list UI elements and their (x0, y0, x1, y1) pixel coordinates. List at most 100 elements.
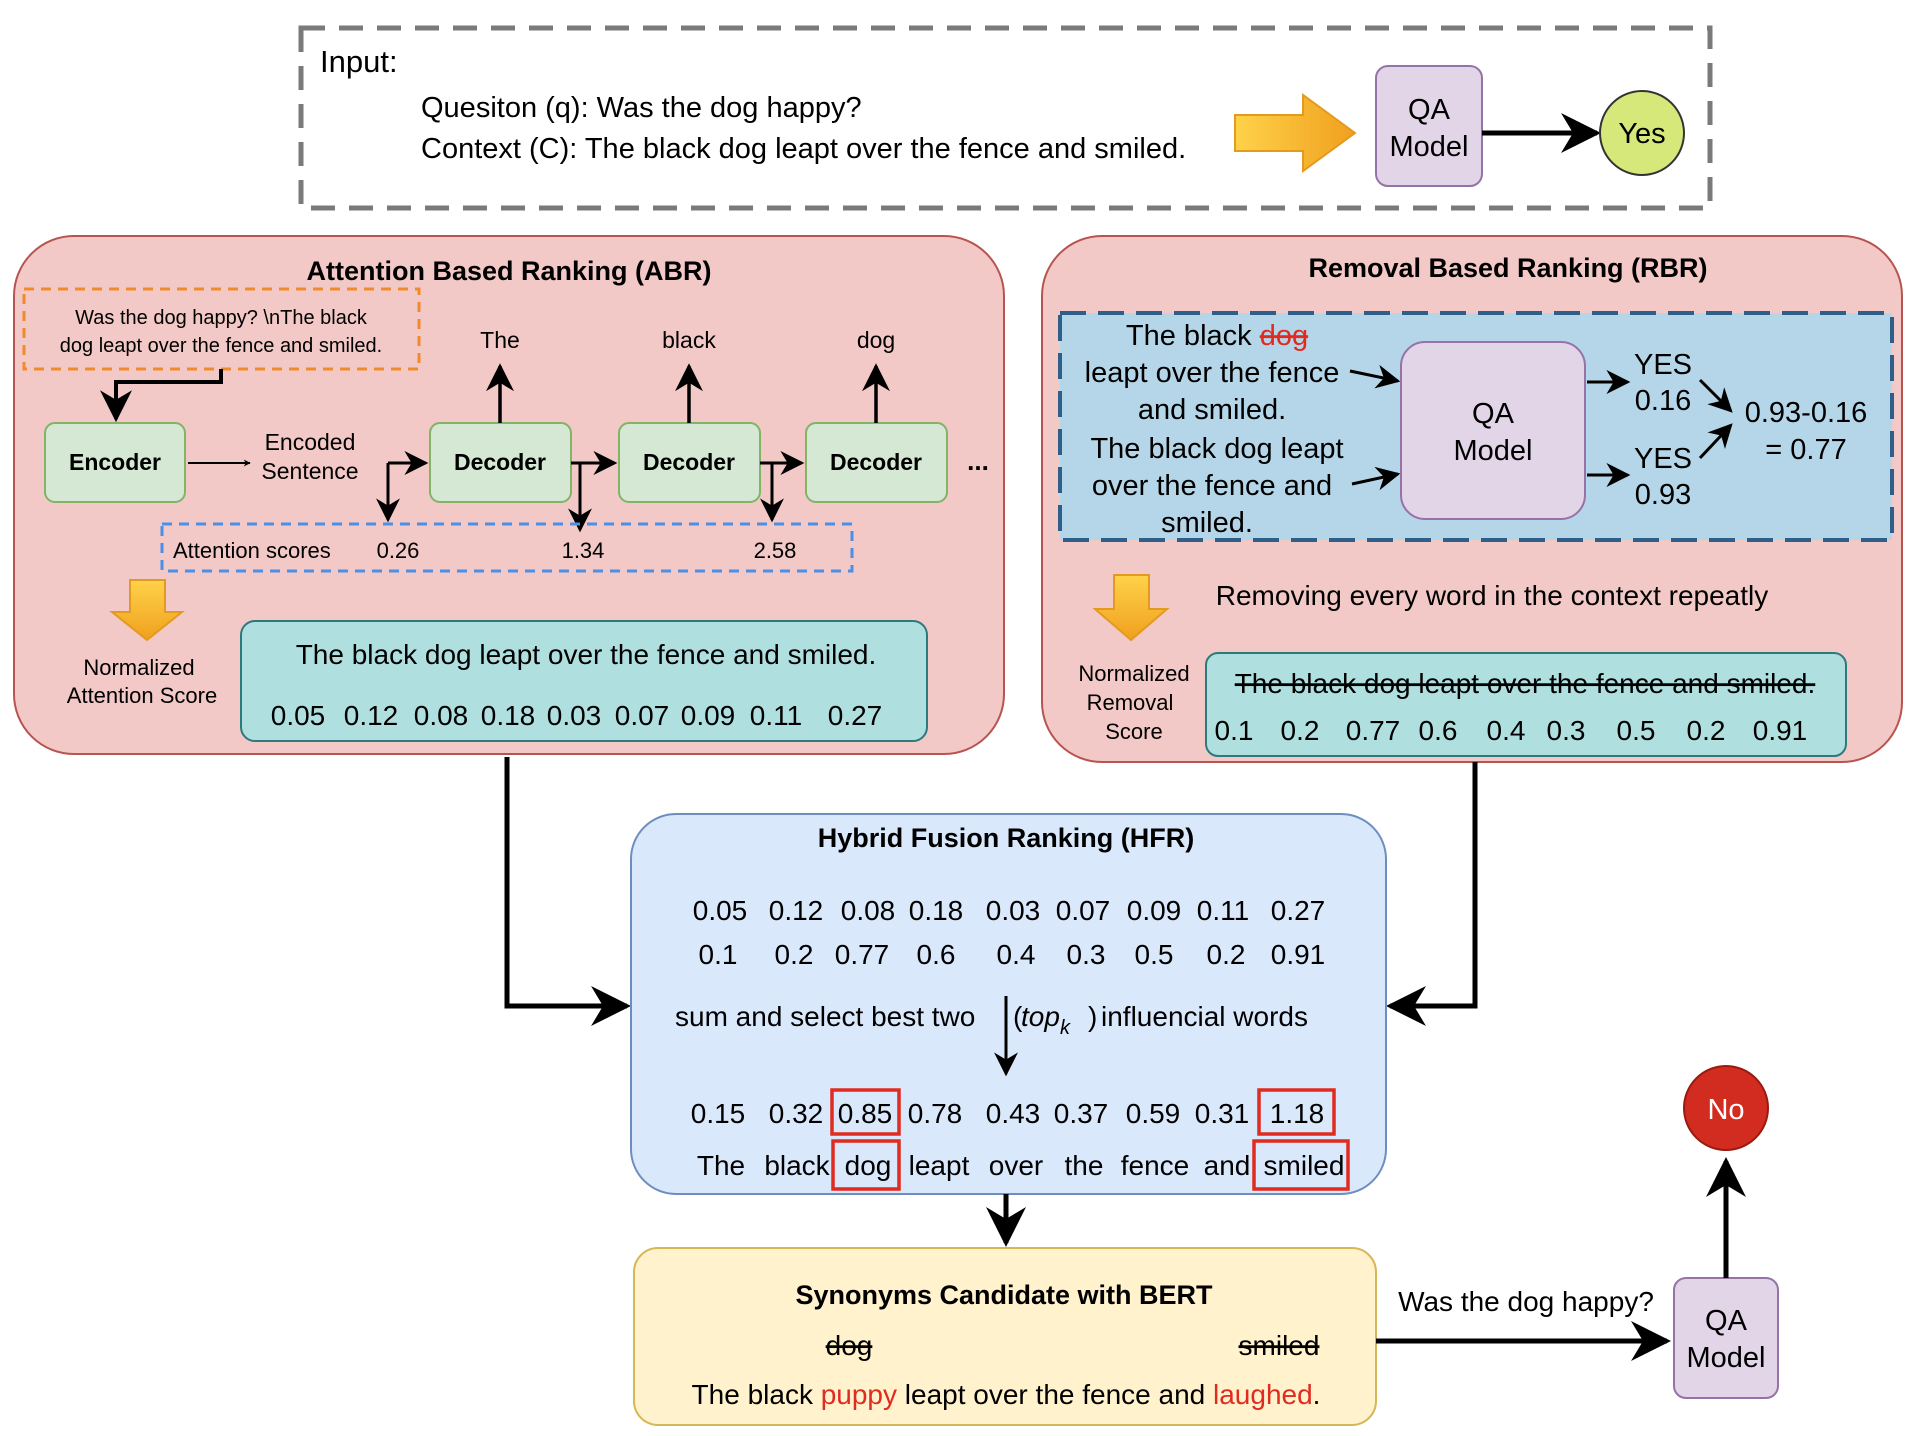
rbr-sentence-text: over the fence and (1092, 470, 1332, 502)
rbr-output-label: YES (1634, 349, 1692, 381)
highlight-box (1257, 1088, 1336, 1136)
rbr-score: 0.2 (1687, 715, 1726, 746)
rbr-output-score: 0.16 (1635, 385, 1691, 417)
rbr-difference-result: = 0.77 (1765, 434, 1846, 466)
hfr-rbr-row: 0.1 0.2 0.77 0.6 0.4 0.3 0.5 0.2 0.91 (699, 939, 1326, 970)
adversarial-sentence: The black puppy leapt over the fence and… (692, 1379, 1321, 1410)
hfr-rbr-score: 0.91 (1271, 939, 1326, 970)
attention-scores-label: Attention scores (173, 538, 331, 563)
hfr-abr-score: 0.12 (769, 895, 824, 926)
abr-normalized-label: Normalized (83, 655, 194, 680)
rbr-panel: Removal Based Ranking (RBR) The black do… (1041, 235, 1903, 763)
rbr-sentence-text: and smiled. (1138, 394, 1286, 426)
hfr-step-text: sum and select best two (675, 1001, 975, 1032)
hfr-word: leapt (909, 1150, 970, 1181)
hfr-sum-score: 0.37 (1054, 1098, 1109, 1129)
rbr-score: 0.5 (1617, 715, 1656, 746)
hfr-step-text: influencial words (1101, 1001, 1308, 1032)
answer-no-label: No (1707, 1094, 1744, 1126)
abr-score: 0.18 (481, 700, 536, 731)
rbr-normalized-label: Normalized (1078, 661, 1189, 686)
rbr-score: 0.91 (1753, 715, 1808, 746)
hfr-abr-score: 0.07 (1056, 895, 1111, 926)
rbr-sentence-text: The black (1126, 320, 1260, 352)
qa-model-label: Model (1454, 435, 1533, 467)
abr-score-row: 0.05 0.12 0.08 0.18 0.03 0.07 0.09 0.11 … (271, 700, 883, 731)
rbr-struck-sentence: The black dog leapt over the fence and s… (1235, 668, 1816, 699)
abr-panel: Attention Based Ranking (ABR) Was the do… (13, 235, 1005, 755)
decoder-label: Decoder (454, 449, 546, 475)
topk-subscript: k (1060, 1017, 1071, 1039)
hfr-word: and (1204, 1150, 1251, 1181)
topk-text: top (1021, 1001, 1060, 1032)
rbr-score-row: 0.1 0.2 0.77 0.6 0.4 0.3 0.5 0.2 0.91 (1215, 715, 1808, 746)
abr-score: 0.08 (414, 700, 469, 731)
orange-arrow-down-icon (109, 579, 185, 642)
rbr-title: Removal Based Ranking (RBR) (1308, 253, 1707, 283)
final-question: Was the dog happy? (1398, 1286, 1654, 1317)
attention-score-value: 1.34 (562, 538, 605, 563)
hfr-rbr-score: 0.3 (1067, 939, 1106, 970)
input-section: Input: Quesiton (q): Was the dog happy? … (298, 25, 1713, 211)
original-word-struck: smiled (1239, 1330, 1320, 1361)
hfr-title: Hybrid Fusion Ranking (HFR) (818, 823, 1194, 853)
hfr-abr-score: 0.09 (1127, 895, 1182, 926)
hfr-abr-score: 0.03 (986, 895, 1041, 926)
hfr-word: fence (1121, 1150, 1190, 1181)
highlight-box (1252, 1139, 1350, 1191)
hfr-word-row: The black dog leapt over the fence and s… (697, 1150, 1345, 1181)
qa-model-label: QA (1472, 398, 1515, 430)
input-context: Context (C): The black dog leapt over th… (421, 133, 1186, 165)
orange-arrow-right-icon (1234, 93, 1357, 173)
adversarial-text: leapt over the fence and (897, 1379, 1213, 1410)
abr-score: 0.11 (750, 700, 802, 731)
encoded-sentence-label: Encoded (265, 429, 356, 455)
answer-yes-circle (1599, 90, 1685, 176)
attention-score-value: 2.58 (754, 538, 797, 563)
hfr-rbr-score: 0.4 (997, 939, 1036, 970)
attention-scores-box (160, 522, 854, 573)
hfr-step-paren: ) (1088, 1001, 1097, 1032)
hfr-rbr-score: 0.2 (1207, 939, 1246, 970)
arrow-to-difference (1698, 378, 1733, 413)
decoder-output-token: The (480, 327, 520, 353)
abr-score: 0.27 (828, 700, 883, 731)
hfr-sum-score: 0.78 (908, 1098, 963, 1129)
hfr-sum-score: 0.43 (986, 1098, 1041, 1129)
rbr-sentence-text: leapt over the fence (1085, 357, 1340, 389)
replaced-word: laughed (1213, 1379, 1313, 1410)
decoder-output-token: dog (857, 327, 895, 353)
arrow-to-qa-model (1351, 466, 1401, 491)
abr-title: Attention Based Ranking (ABR) (307, 256, 712, 286)
hfr-word: the (1065, 1150, 1104, 1181)
hfr-rbr-score: 0.1 (699, 939, 738, 970)
qa-model-box-input (1375, 65, 1483, 187)
qa-model-box-final (1673, 1277, 1779, 1399)
replaced-word: puppy (821, 1379, 897, 1410)
original-word-struck: dog (826, 1330, 873, 1361)
hfr-abr-score: 0.27 (1271, 895, 1326, 926)
removed-word: dog (1260, 320, 1308, 352)
rbr-output-label: YES (1634, 443, 1692, 475)
hfr-word-selected: smiled (1264, 1150, 1345, 1181)
hfr-rbr-score: 0.2 (775, 939, 814, 970)
qa-model-label: QA (1408, 94, 1451, 126)
rbr-normalized-label: Removal (1087, 690, 1174, 715)
hfr-abr-row: 0.05 0.12 0.08 0.18 0.03 0.07 0.09 0.11 … (693, 895, 1326, 926)
synonyms-panel-bg (633, 1247, 1377, 1426)
hfr-sum-score: 0.59 (1126, 1098, 1181, 1129)
orange-arrow-down-icon (1092, 574, 1170, 642)
hfr-sum-score-selected: 1.18 (1270, 1098, 1325, 1129)
abr-input-text: Was the dog happy? \nThe black (75, 307, 368, 329)
highlight-box (830, 1088, 901, 1136)
hfr-abr-score: 0.11 (1197, 895, 1249, 926)
abr-score: 0.12 (344, 700, 399, 731)
decoder-label: Decoder (830, 449, 922, 475)
hfr-sum-score: 0.31 (1195, 1098, 1250, 1129)
rbr-score: 0.3 (1547, 715, 1586, 746)
rbr-note: Removing every word in the context repea… (1216, 580, 1769, 611)
hfr-rbr-score: 0.5 (1135, 939, 1174, 970)
hfr-rbr-score: 0.77 (835, 939, 890, 970)
abr-input-text: dog leapt over the fence and smiled. (60, 335, 382, 357)
input-frame (298, 25, 1713, 211)
